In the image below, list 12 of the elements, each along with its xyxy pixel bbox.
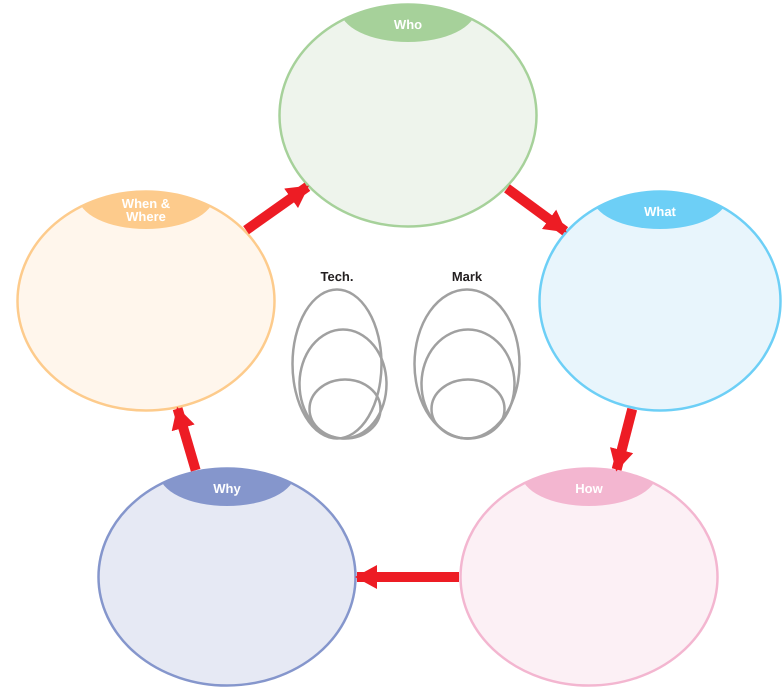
group-heading: Mark xyxy=(450,270,484,284)
circle-heading: Why xyxy=(212,482,242,495)
arrow xyxy=(610,408,638,472)
circle-heading: Who xyxy=(392,18,424,31)
arrow xyxy=(172,406,200,472)
group-heading: Tech. xyxy=(320,270,354,284)
circle-heading: What xyxy=(643,205,677,218)
arrow xyxy=(243,182,310,234)
circle-heading: When & Where xyxy=(120,197,172,223)
circle-heading: How xyxy=(574,482,604,495)
arrow xyxy=(355,565,459,589)
arrow xyxy=(504,184,568,236)
